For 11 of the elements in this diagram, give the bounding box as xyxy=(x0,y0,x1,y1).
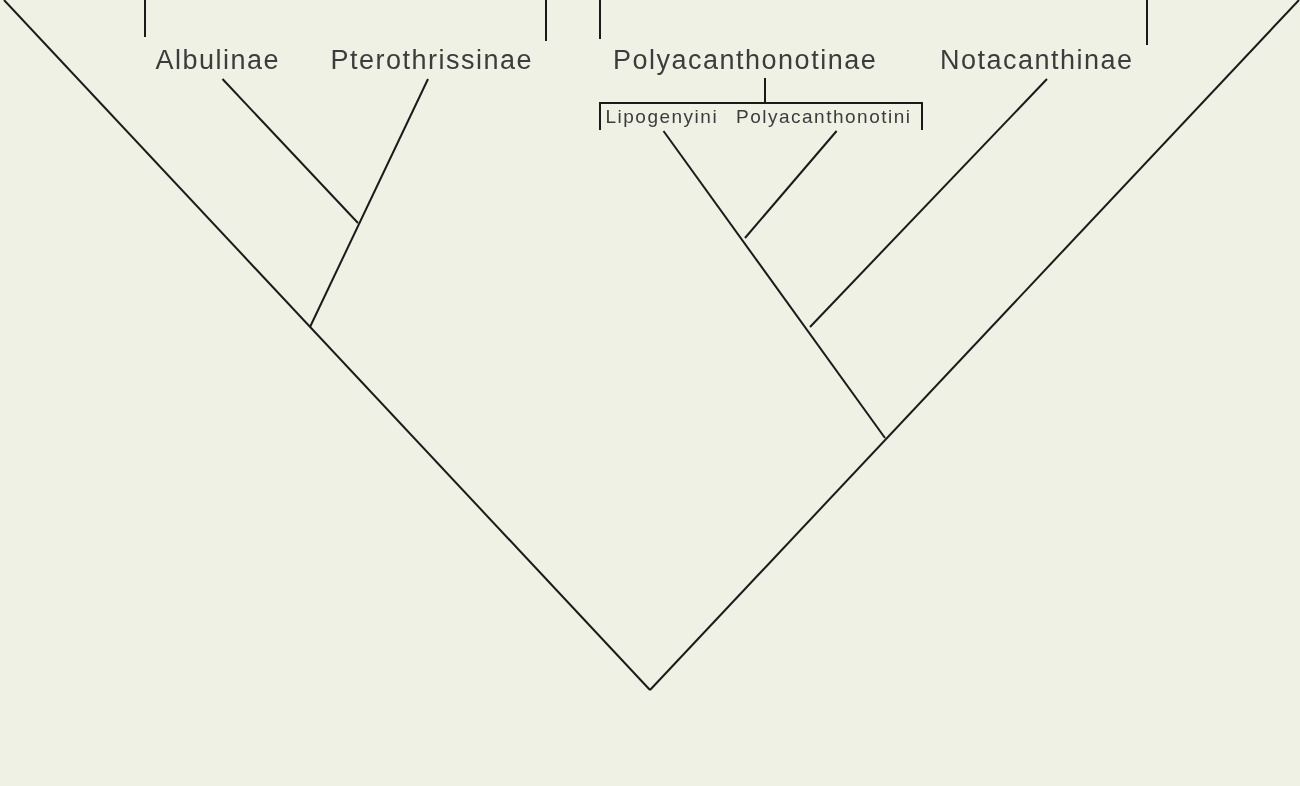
taxon-label: Notacanthinae xyxy=(940,44,1134,76)
cladogram-branch xyxy=(662,130,886,439)
cladogram-branch xyxy=(809,78,1048,328)
cladogram-branch xyxy=(309,78,429,328)
cladogram-branch xyxy=(221,78,359,224)
taxon-label: Lipogenyini xyxy=(605,106,719,128)
taxon-label: Polyacanthonotinae xyxy=(613,44,878,76)
taxon-label: Albulinae xyxy=(155,44,281,76)
taxon-label: Polyacanthonotini xyxy=(736,106,912,128)
taxon-label: Pterothrissinae xyxy=(330,44,534,76)
cladogram-branch xyxy=(744,130,838,239)
